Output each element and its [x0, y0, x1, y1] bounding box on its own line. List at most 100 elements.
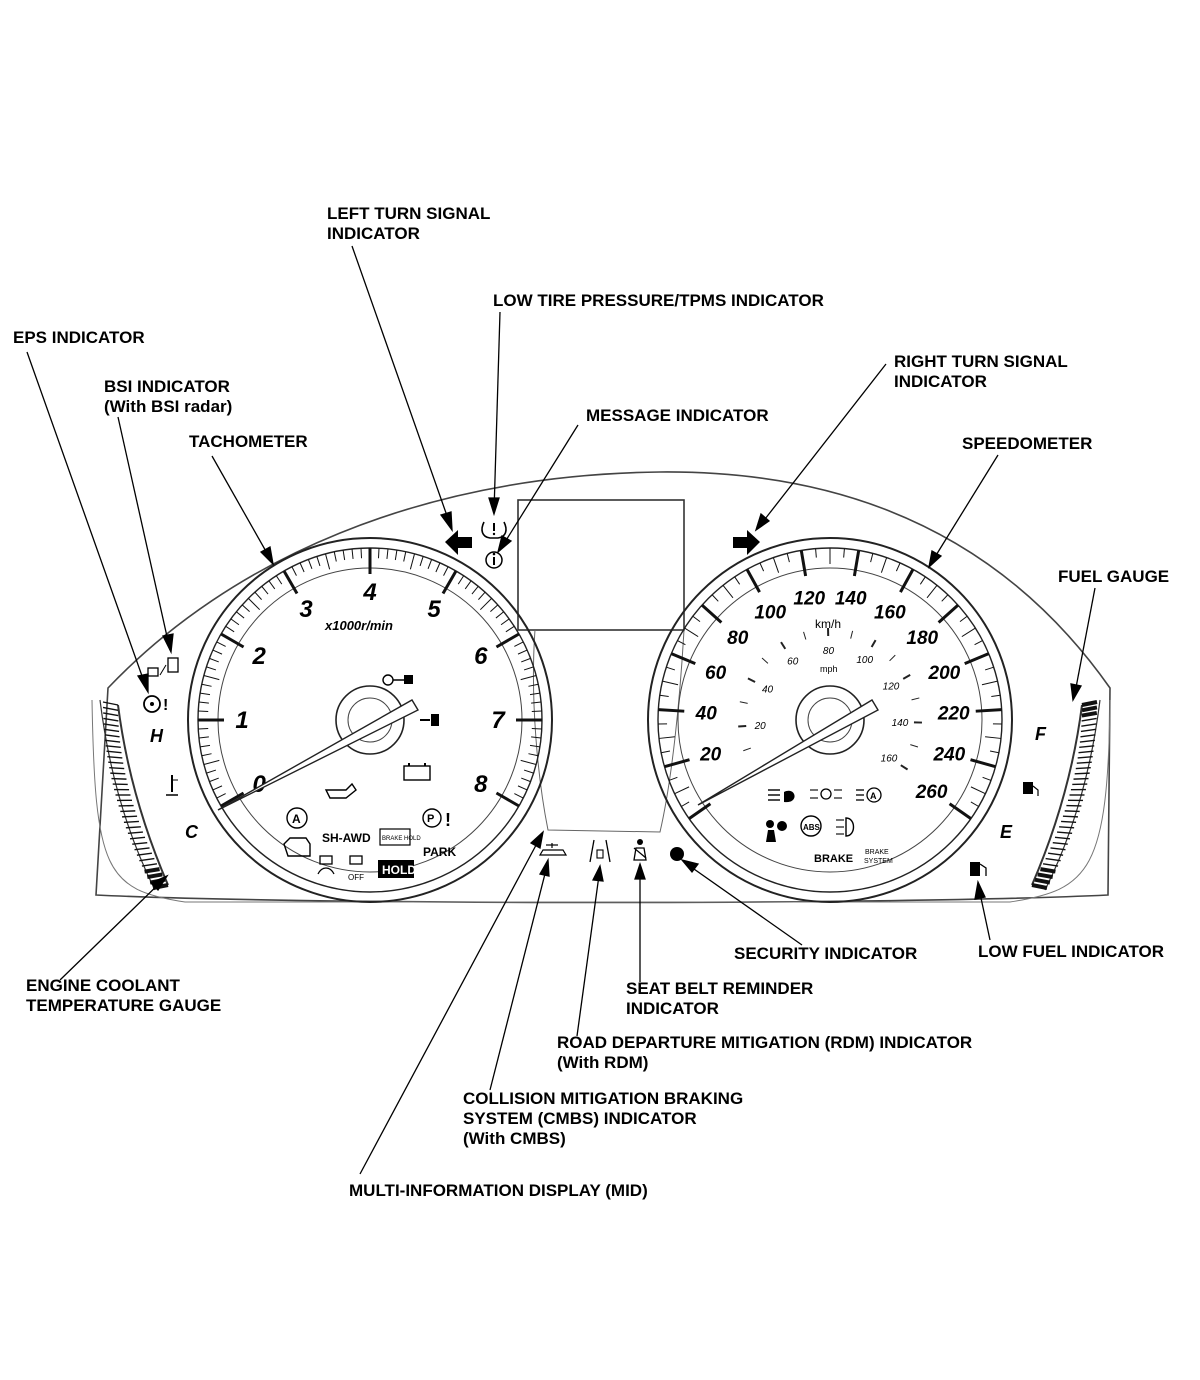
mph-tick	[902, 674, 911, 680]
speed-minor-tick	[982, 776, 992, 781]
svg-text:!: !	[163, 697, 168, 714]
tach-minor-tick	[386, 548, 389, 559]
coolant-tick	[120, 810, 136, 813]
parking-brake-icon: P !	[422, 808, 451, 830]
coolant-tick	[103, 717, 119, 722]
tach-number: 4	[362, 579, 376, 606]
tach-minor-tick	[241, 604, 250, 612]
speed-minor-tick	[674, 786, 690, 795]
cluster-inner-outline	[91, 699, 1111, 903]
callout-line: COLLISION MITIGATION BRAKING	[463, 1089, 744, 1108]
tach-minor-tick	[403, 551, 407, 562]
speed-minor-tick	[734, 576, 741, 585]
coolant-tick	[111, 777, 127, 780]
fuel-tick	[1052, 841, 1068, 845]
fuel-tick	[1075, 766, 1091, 770]
fog-light-icon	[836, 817, 855, 837]
mph-tick	[910, 744, 919, 748]
tach-minor-tick	[351, 548, 354, 559]
bsi-icon	[147, 657, 179, 677]
fuel-tick	[1045, 857, 1061, 862]
left-arrow-icon	[445, 530, 472, 555]
callout-low-fuel: LOW FUEL INDICATOR	[978, 942, 1164, 962]
svg-text:A: A	[870, 791, 877, 801]
coolant-tick	[107, 756, 123, 759]
fuel-tick	[1080, 728, 1097, 733]
tach-minor-tick	[198, 736, 209, 739]
callout-line: FUEL GAUGE	[1058, 567, 1170, 586]
callout-line: TACHOMETER	[189, 432, 308, 451]
tach-number: 3	[299, 596, 313, 623]
speed-minor-tick	[772, 557, 780, 573]
tach-minor-tick	[216, 793, 226, 799]
low-fuel-icon	[970, 862, 987, 876]
battery-icon	[403, 763, 431, 781]
callout-fuel-gauge: FUEL GAUGE	[1058, 567, 1169, 587]
tach-major-tick	[220, 791, 245, 808]
tach-minor-tick	[198, 727, 209, 730]
kmh-number: 160	[874, 602, 906, 623]
mph-number: 120	[883, 682, 900, 693]
kmh-unit: km/h	[815, 617, 841, 631]
tach-minor-tick	[528, 753, 539, 757]
speed-minor-tick	[989, 750, 999, 754]
tach-minor-tick	[212, 785, 223, 791]
speed-minor-tick	[984, 666, 994, 671]
tach-minor-tick	[377, 548, 380, 559]
tach-minor-tick	[528, 683, 539, 687]
speed-major-tick	[975, 708, 1002, 713]
tach-minor-tick	[521, 777, 531, 783]
rdm-icon	[589, 839, 611, 863]
coolant-cold-label: C	[185, 822, 199, 842]
callout-right-turn-signal: RIGHT TURN SIGNAL INDICATOR	[894, 352, 1068, 392]
airbag-icon	[766, 820, 787, 842]
speed-minor-tick	[926, 585, 938, 599]
tach-minor-tick	[299, 562, 305, 573]
fuel-tick	[1034, 877, 1051, 885]
fuel-tick	[1079, 739, 1095, 743]
mph-tick	[850, 630, 854, 639]
speed-major-tick	[970, 758, 996, 769]
speed-minor-tick	[692, 615, 701, 623]
tach-minor-tick	[531, 710, 542, 713]
callout-line: INDICATOR	[626, 999, 719, 1018]
tach-minor-tick	[394, 550, 398, 561]
speed-major-tick	[745, 568, 761, 593]
tach-number: 1	[235, 707, 248, 734]
mph-number: 100	[856, 655, 873, 666]
callout-eps: EPS INDICATOR	[13, 328, 145, 348]
brake-label: BRAKE	[814, 853, 853, 865]
fuel-tick	[1081, 700, 1098, 707]
key-icon	[382, 674, 413, 686]
tpms-icon	[481, 521, 507, 539]
callout-line: INDICATOR	[327, 224, 420, 243]
speed-minor-tick	[681, 801, 690, 807]
speed-minor-tick	[941, 594, 949, 602]
svg-text:!: !	[445, 810, 451, 830]
tach-minor-tick	[200, 744, 211, 748]
oil-icon	[324, 782, 357, 799]
hold-label: HOLD	[382, 863, 416, 877]
mph-number: 20	[754, 721, 767, 732]
speed-minor-tick	[843, 548, 845, 558]
coolant-tick	[102, 701, 119, 706]
tach-minor-tick	[209, 777, 219, 783]
speed-minor-tick	[684, 627, 699, 638]
tach-minor-tick	[529, 692, 540, 696]
callout-line: LOW TIRE PRESSURE/TPMS INDICATOR	[493, 291, 824, 310]
speed-minor-tick	[870, 553, 874, 563]
info-icon	[485, 551, 503, 569]
speed-minor-tick	[666, 666, 676, 671]
kmh-number: 20	[699, 745, 722, 766]
coolant-tick	[105, 745, 121, 749]
coolant-tick	[104, 734, 120, 738]
callout-line: SYSTEM (CMBS) INDICATOR	[463, 1109, 697, 1128]
speed-minor-tick	[959, 615, 968, 623]
tach-minor-tick	[520, 675, 537, 681]
tach-minor-tick	[479, 598, 492, 611]
coolant-tick	[122, 815, 138, 818]
speed-minor-tick	[970, 801, 979, 807]
speed-minor-tick	[662, 680, 679, 686]
tach-number: 8	[474, 771, 488, 798]
